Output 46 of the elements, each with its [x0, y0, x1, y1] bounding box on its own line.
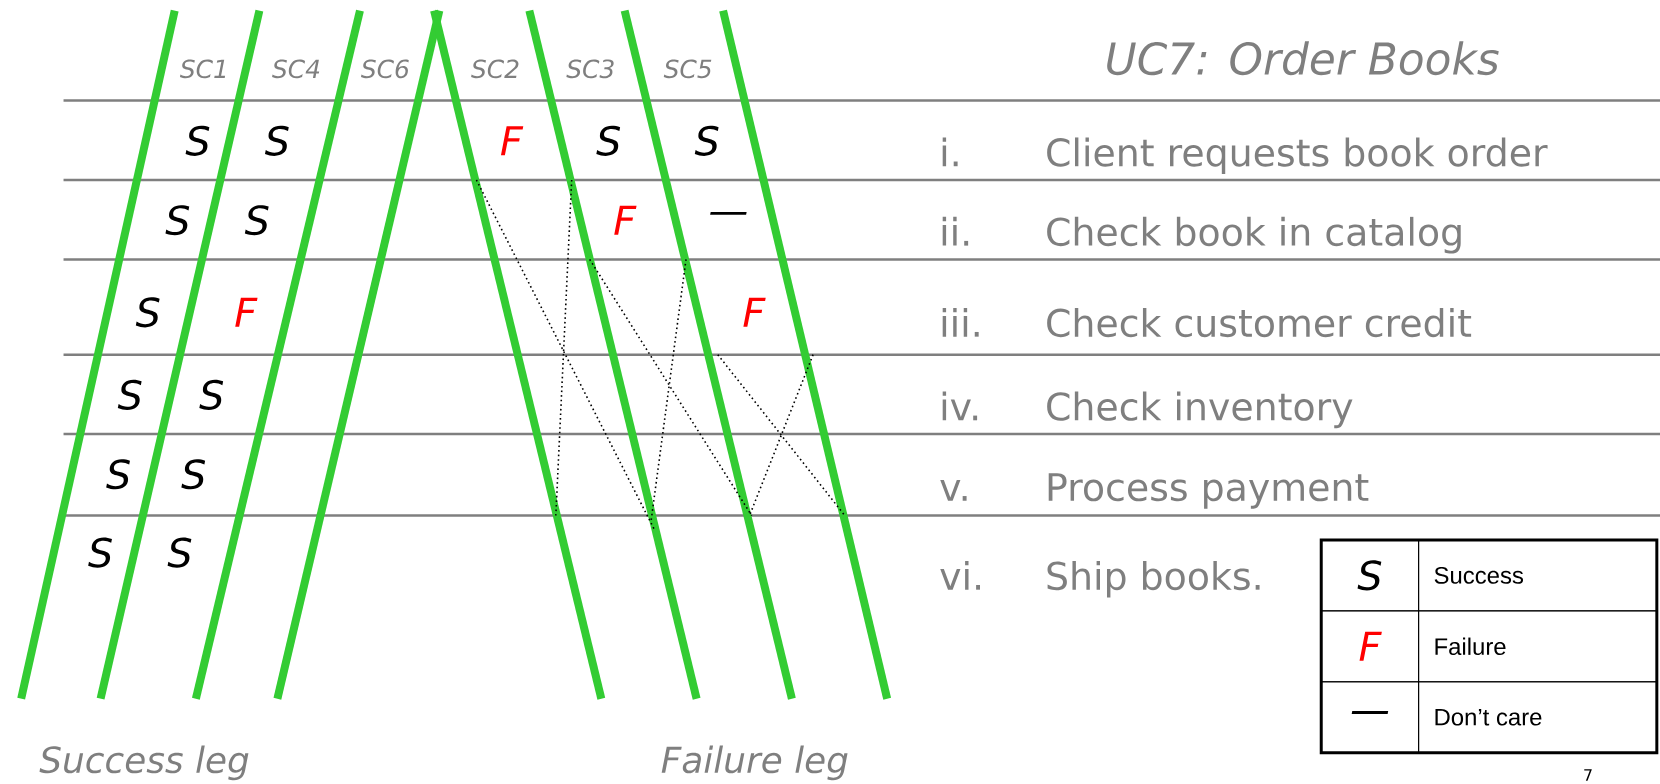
outcome-mark: S: [167, 537, 192, 568]
step-number: iii.: [942, 307, 979, 337]
outcome-mark: S: [181, 459, 206, 490]
step-number: ii.: [942, 216, 969, 246]
outcome-mark: S: [596, 125, 621, 156]
title: UC7: Order Books: [1107, 41, 1499, 75]
scenario-label: SC4: [272, 59, 320, 78]
outcome-mark: —: [710, 211, 747, 215]
step-number: vi.: [940, 560, 980, 590]
outcome-mark: S: [135, 297, 160, 328]
scenario-label: SC1: [179, 59, 226, 78]
outcome-mark: S: [264, 125, 289, 156]
outcome-mark: F: [235, 297, 258, 327]
table-cell: Success: [1418, 539, 1658, 612]
outcome-mark: S: [165, 204, 190, 236]
table-cell: Failure: [1418, 610, 1658, 683]
table-cell: F: [1320, 610, 1420, 683]
outcome-mark: F: [614, 205, 637, 235]
step-text: Check inventory: [1047, 391, 1353, 428]
outcome-mark: S: [694, 125, 719, 156]
scenario-label: SC3: [566, 59, 614, 78]
leg-caption: Success leg: [39, 745, 249, 781]
outcome-mark: F: [743, 297, 766, 327]
step-number: i.: [942, 137, 958, 166]
outcome-mark: F: [500, 126, 524, 156]
page-number: 7: [1584, 768, 1592, 781]
scenario-label: SC5: [663, 59, 712, 78]
step-text: Check customer credit: [1047, 307, 1472, 337]
label: S: [1357, 560, 1382, 591]
table-cell: —: [1320, 681, 1420, 753]
outcome-mark: S: [88, 537, 112, 568]
step-text: Process payment: [1048, 472, 1369, 509]
scenario-label: SC6: [361, 59, 409, 78]
leg-caption: Failure leg: [661, 745, 848, 781]
scenario-label: SC2: [471, 59, 519, 78]
outcome-mark: S: [117, 379, 142, 410]
table-cell: Don’t care: [1418, 681, 1658, 753]
step-number: v.: [940, 479, 967, 501]
step-text: Client requests book order: [1047, 137, 1548, 174]
outcome-mark: S: [199, 379, 224, 410]
step-text: Check book in catalog: [1047, 216, 1461, 254]
step-text: Ship books.: [1047, 560, 1260, 598]
outcome-mark: S: [185, 125, 210, 156]
step-number: iv.: [942, 391, 978, 421]
outcome-mark: S: [244, 204, 269, 236]
outcome-mark: S: [106, 459, 130, 490]
